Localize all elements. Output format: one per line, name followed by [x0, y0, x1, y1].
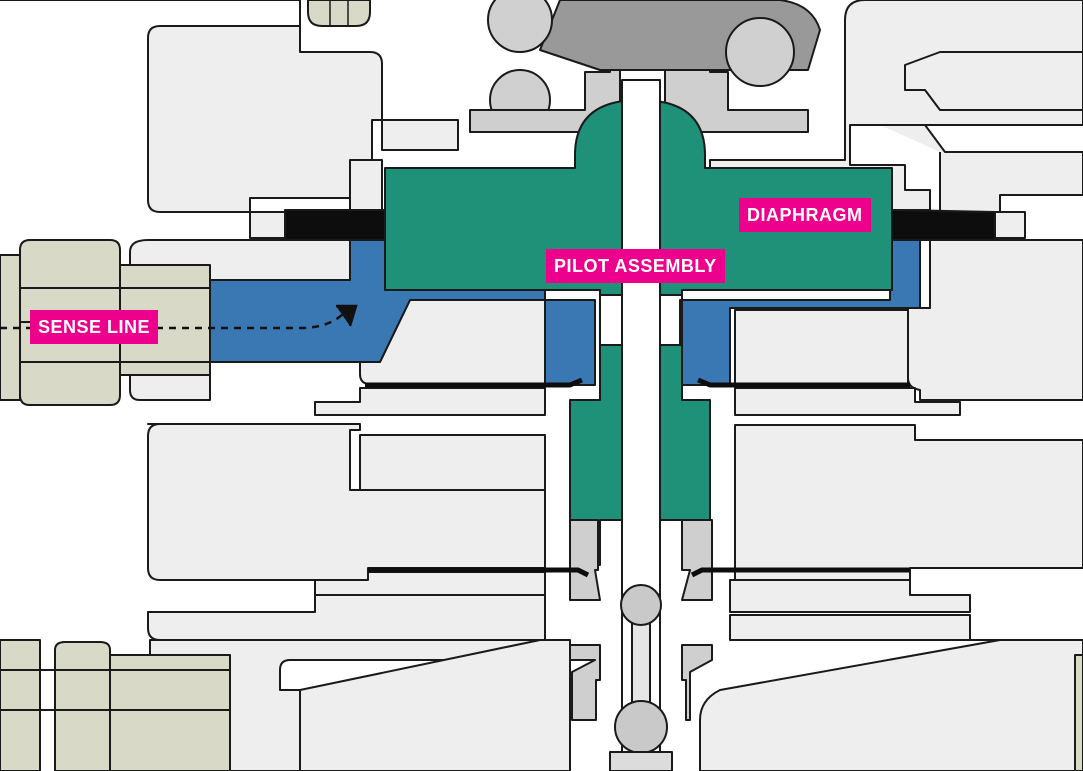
lower-diaphragm-line-1: [365, 377, 910, 388]
dashed-arrow-icon: [0, 304, 358, 330]
diaphragm-left-clamp: [249, 211, 286, 239]
spring-seat: [469, 69, 809, 133]
guide-right: [681, 644, 713, 721]
upper-left-body: [0, 0, 459, 213]
bottom-spring: [609, 751, 673, 771]
right-block-2: [734, 424, 1083, 581]
lower-seat-right: [681, 519, 713, 601]
middle-right-body: [907, 239, 1083, 401]
top-left-fitting: [307, 0, 371, 27]
lower-diaphragm-line-2: [368, 567, 910, 578]
spring-coil-right: [725, 17, 795, 87]
lower-ball: [614, 700, 668, 754]
right-block-4: [699, 614, 1083, 771]
right-block-3: [729, 579, 971, 613]
sense-line-label: SENSE LINE: [30, 310, 159, 344]
bottom-right-fitting: [1074, 654, 1083, 771]
left-block-3: [359, 434, 546, 491]
bottom-left-fitting: [0, 639, 231, 771]
lower-seat-left: [569, 519, 601, 601]
diaphragm-label: DIAPHRAGM: [739, 198, 871, 232]
bottom-left-ramp: [299, 639, 571, 771]
upper-right-stepblock: [904, 51, 1083, 111]
diaphragm-right-clamp: [994, 211, 1026, 239]
guide-left: [569, 644, 601, 721]
middle-right-shelf: [734, 309, 909, 385]
left-block-5: [147, 594, 546, 641]
pilot-assembly-label: PILOT ASSEMBLY: [546, 249, 725, 283]
left-block-2: [147, 423, 546, 581]
sense-chamber-left-drop: [544, 299, 596, 386]
spring-coil-left: [487, 0, 553, 53]
right-block-1: [734, 387, 961, 416]
upper-ball: [620, 584, 662, 626]
left-block-1: [314, 387, 546, 416]
